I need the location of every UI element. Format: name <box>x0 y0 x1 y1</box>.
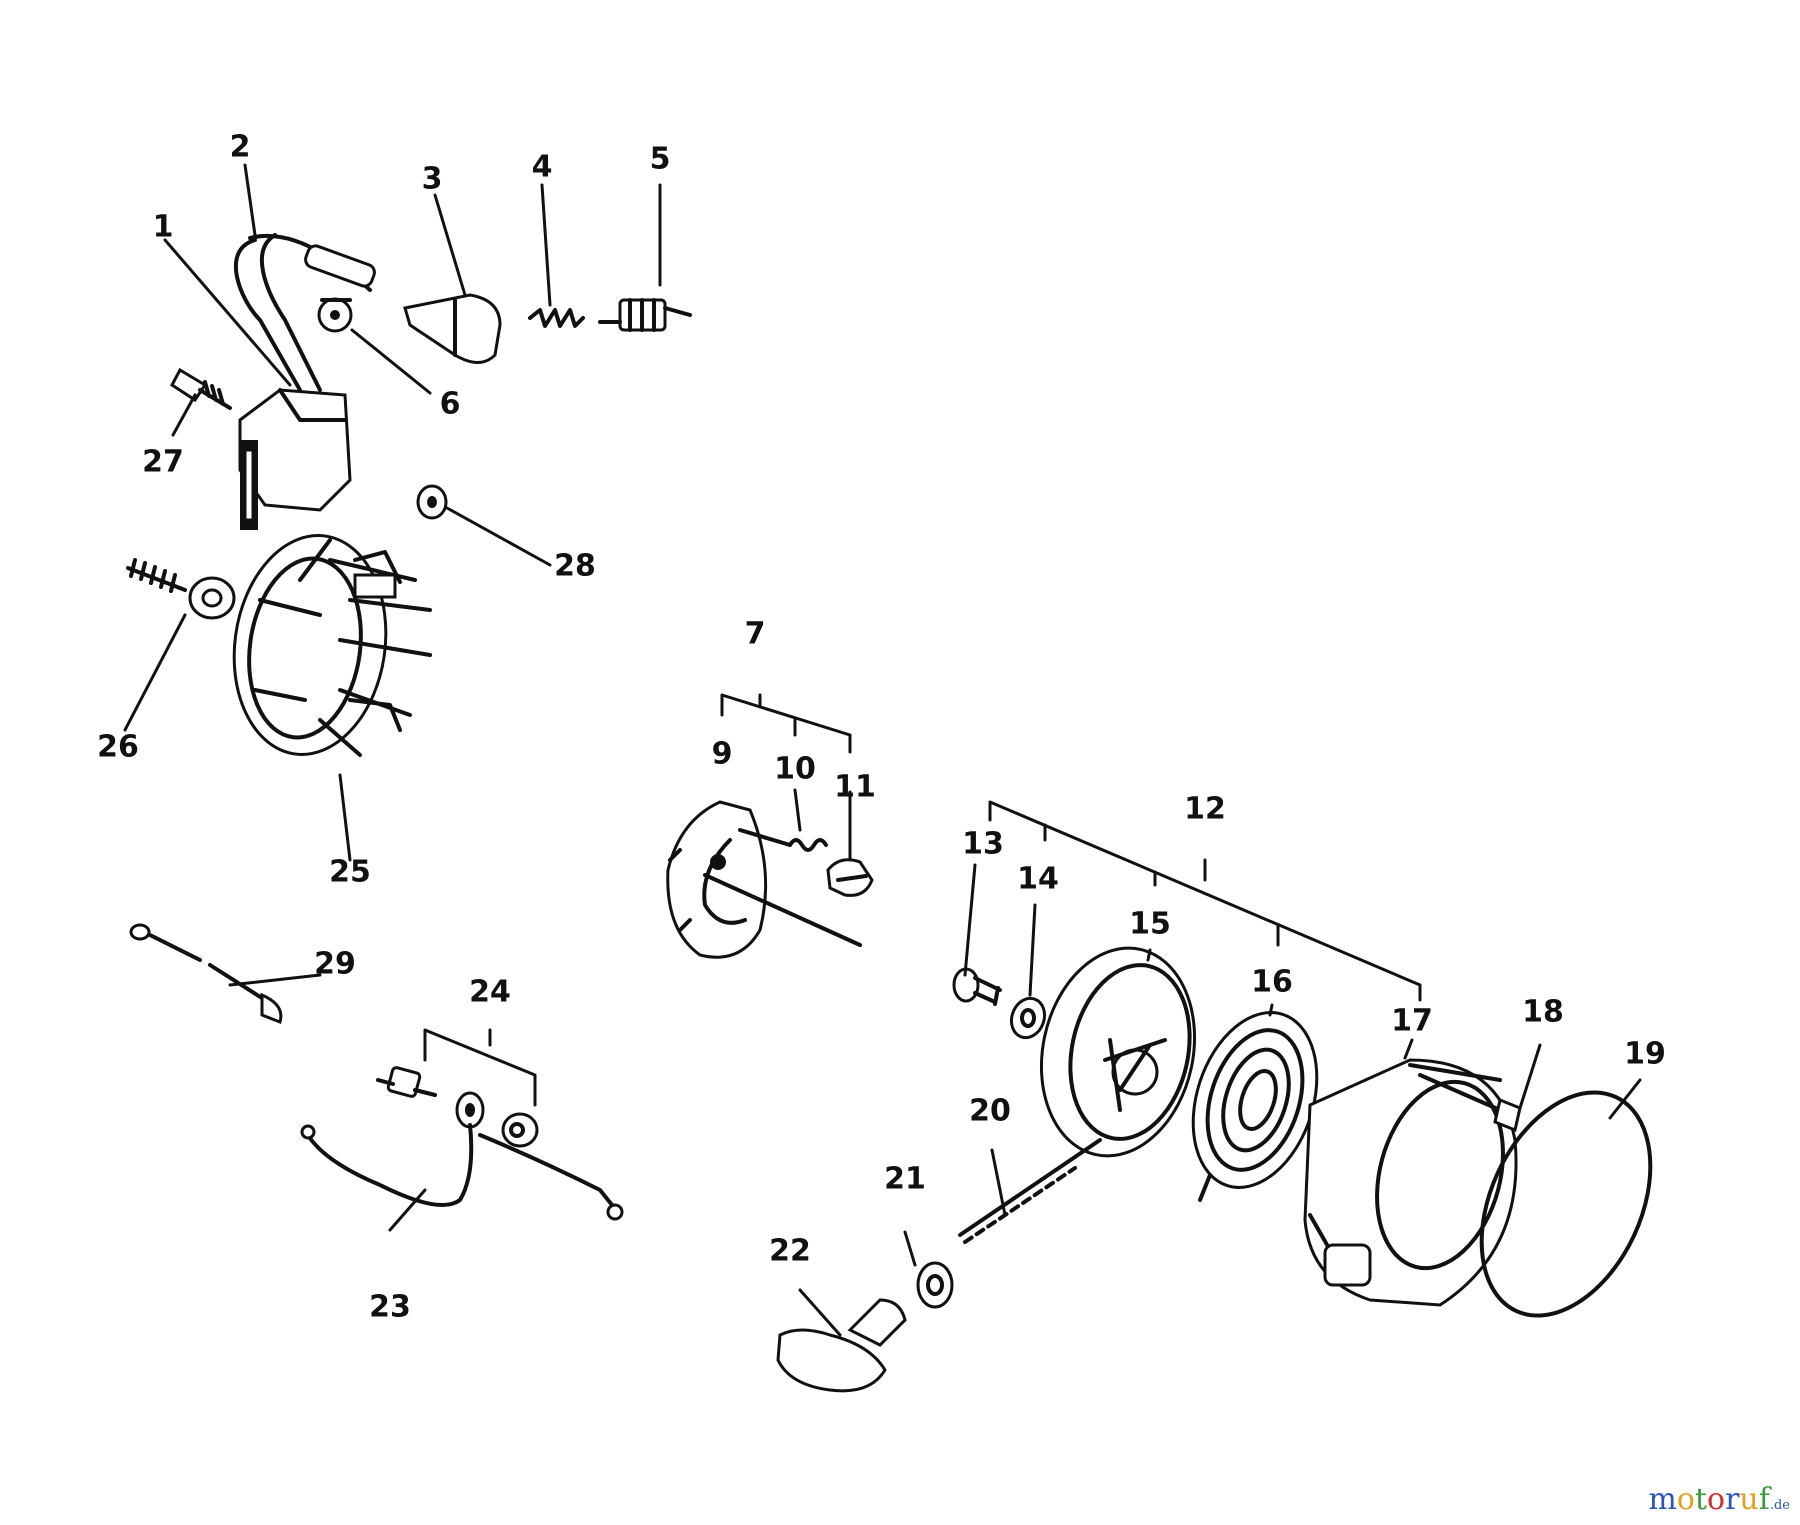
part-26-flywheel-bolt <box>126 558 236 620</box>
label-25: 25 <box>329 855 371 890</box>
part-16-recoil-spring <box>1191 1011 1319 1202</box>
label-18: 18 <box>1522 995 1564 1030</box>
group-bracket-7 <box>720 693 852 754</box>
label-23: 23 <box>369 1290 411 1325</box>
label-15: 15 <box>1129 907 1171 942</box>
part-9-clutch-shoe <box>666 800 862 959</box>
part-5-spark-plug <box>598 298 692 332</box>
part-20-starter-rope <box>958 1138 1102 1244</box>
label-7: 7 <box>745 617 766 652</box>
group-bracket-24 <box>423 1028 537 1107</box>
part-2-ht-lead <box>233 233 376 392</box>
label-13: 13 <box>962 827 1004 862</box>
part-14-washer <box>1009 996 1047 1040</box>
callout-labels: 1 2 3 4 5 6 7 9 10 11 12 13 14 15 16 17 … <box>97 130 1666 1325</box>
label-14: 14 <box>1017 862 1059 897</box>
label-1: 1 <box>153 210 174 245</box>
group-bracket-12 <box>988 800 1422 1002</box>
label-24: 24 <box>469 975 511 1010</box>
label-27: 27 <box>142 445 184 480</box>
part-22-starter-handle <box>776 1298 907 1393</box>
part-23-wire-harness <box>300 1123 624 1221</box>
label-5: 5 <box>650 142 671 177</box>
label-21: 21 <box>884 1162 926 1197</box>
part-28-washer <box>416 484 448 520</box>
part-6-nut <box>317 297 353 333</box>
part-11-clutch-pad <box>826 858 874 897</box>
part-3-spark-plug-boot <box>403 293 502 364</box>
label-29: 29 <box>314 947 356 982</box>
part-4-spring <box>528 308 585 328</box>
label-12: 12 <box>1184 792 1226 827</box>
part-21-rope-guide <box>916 1261 954 1309</box>
leader-lines <box>123 163 1642 1337</box>
part-13-screw <box>952 967 1002 1006</box>
part-15-rope-pulley <box>1039 946 1197 1158</box>
part-25-flywheel <box>232 534 432 757</box>
part-1-ignition-coil <box>238 388 352 530</box>
label-28: 28 <box>554 549 596 584</box>
label-20: 20 <box>969 1094 1011 1129</box>
label-2: 2 <box>230 130 251 165</box>
label-6: 6 <box>440 387 461 422</box>
part-29-wire <box>129 923 283 1024</box>
label-9: 9 <box>712 737 733 772</box>
part-24-switch-assembly <box>376 1066 539 1148</box>
label-10: 10 <box>774 752 816 787</box>
label-19: 19 <box>1624 1037 1666 1072</box>
label-3: 3 <box>422 162 443 197</box>
part-27-bolt <box>170 367 232 410</box>
label-16: 16 <box>1251 965 1293 1000</box>
part-10-clutch-spring <box>738 828 828 852</box>
label-17: 17 <box>1391 1004 1433 1039</box>
part-19-o-ring <box>1479 1090 1653 1318</box>
label-26: 26 <box>97 730 139 765</box>
part-17-starter-housing <box>1303 1058 1518 1307</box>
label-4: 4 <box>532 150 553 185</box>
label-11: 11 <box>834 770 876 805</box>
motoruf-watermark-logo: motoruf.de <box>1648 1482 1790 1517</box>
label-22: 22 <box>769 1234 811 1269</box>
part-18-bolt <box>1418 1073 1522 1133</box>
